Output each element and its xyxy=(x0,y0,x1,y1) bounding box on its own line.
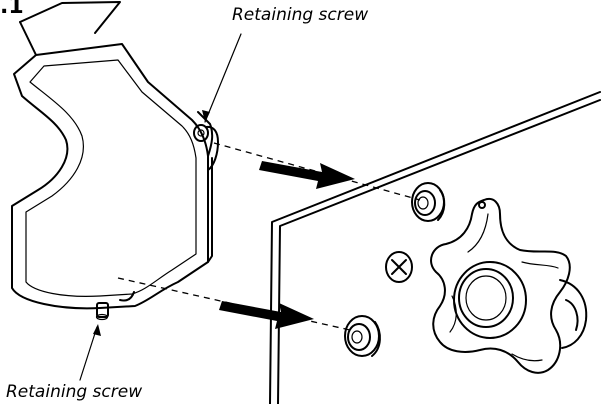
panel-phillips-screw xyxy=(385,251,413,283)
callout-retaining-screw-bottom: Retaining screw xyxy=(6,382,143,402)
callout-leaders xyxy=(79,33,242,381)
cover-screw-top xyxy=(193,124,219,171)
panel-edge-thickness xyxy=(277,99,601,405)
star-knob xyxy=(430,198,588,374)
knob-outline xyxy=(430,198,571,374)
back-panel xyxy=(269,91,601,405)
panel-standoff-top xyxy=(411,182,446,222)
cover-plate xyxy=(11,1,219,321)
figure-number: .1 xyxy=(0,0,24,19)
callout-retaining-screw-top: Retaining screw xyxy=(232,5,369,25)
panel-edge-front xyxy=(269,91,601,405)
cover-screw-bottom xyxy=(95,291,135,321)
cover-top-tab xyxy=(19,1,121,34)
cover-inner-recess xyxy=(25,59,197,297)
removal-arrows xyxy=(219,161,355,329)
removal-arrow-top xyxy=(259,161,355,189)
panel-standoff-bottom xyxy=(344,315,381,357)
alignment-lines xyxy=(117,142,421,331)
removal-arrow-bottom xyxy=(219,301,314,329)
cover-outline xyxy=(11,43,209,310)
